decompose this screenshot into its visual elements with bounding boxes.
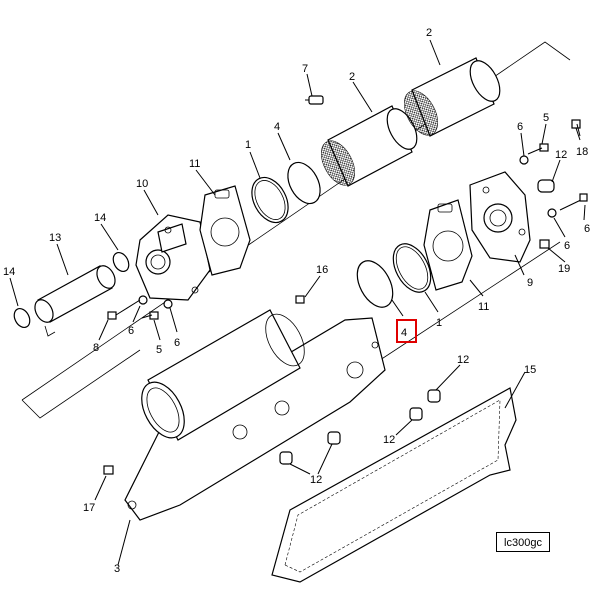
part-8-bolt xyxy=(107,299,141,320)
callout-9: 9 xyxy=(527,277,533,289)
highlight-box xyxy=(396,319,417,343)
part-4-oring-left xyxy=(287,161,321,205)
callout-17: 17 xyxy=(83,502,95,514)
part-14-oring-mid xyxy=(112,251,130,273)
part-12-plug-top xyxy=(537,179,555,193)
part-14-oring-left xyxy=(13,307,31,329)
part-17-bolt xyxy=(103,465,114,475)
callout-14-left: 14 xyxy=(3,266,15,278)
callout-6-right-top: 6 xyxy=(517,121,523,133)
callout-15: 15 xyxy=(524,364,536,376)
callout-11-upper: 11 xyxy=(189,158,200,170)
part-1-seal-ring-left xyxy=(251,176,289,224)
callout-12-top: 12 xyxy=(555,149,567,161)
part-12-plug-b xyxy=(409,407,423,421)
leader-lines xyxy=(9,39,586,566)
part-5-bolt-left xyxy=(141,311,159,320)
part-2-screen-cylinder-rear xyxy=(404,57,501,137)
part-5-bolt-right xyxy=(527,143,549,155)
callout-19: 19 xyxy=(558,263,570,275)
part-11-gasket-right xyxy=(423,199,473,291)
callout-2-mid: 2 xyxy=(349,71,355,83)
part-15-manifold-gasket xyxy=(271,387,517,583)
part-12-plug-c xyxy=(327,431,341,445)
callout-4-upper: 4 xyxy=(274,121,280,133)
part-12-plug-d xyxy=(279,451,293,465)
part-6-washer-b xyxy=(547,208,557,218)
part-3-manifold-body xyxy=(124,309,386,521)
callout-11-lower: 11 xyxy=(478,301,489,313)
callout-3: 3 xyxy=(114,563,120,575)
callout-16: 16 xyxy=(316,264,328,276)
callout-10: 10 xyxy=(136,178,148,190)
callout-6-right-mid: 6 xyxy=(584,223,590,235)
callout-1-upper: 1 xyxy=(245,139,251,151)
callout-8: 8 xyxy=(93,342,99,354)
callout-6-left-a: 6 xyxy=(128,325,134,337)
callout-12-left: 12 xyxy=(383,434,395,446)
part-16-bolt xyxy=(295,295,305,304)
part-6-washer-d xyxy=(163,299,173,309)
reference-code-label: lc300gc xyxy=(496,532,550,552)
part-12-plug-a xyxy=(427,389,441,403)
part-13-tube xyxy=(34,265,116,337)
callout-2-top: 2 xyxy=(426,27,432,39)
part-10-flange-housing xyxy=(135,214,211,301)
callout-5-right: 5 xyxy=(543,112,549,124)
callout-5-left: 5 xyxy=(156,344,162,356)
part-6-washer-a xyxy=(519,155,529,165)
callout-7: 7 xyxy=(302,63,308,75)
part-bolt-right-long xyxy=(559,193,588,211)
callout-6-right-low: 6 xyxy=(564,240,570,252)
callout-12-bottom: 12 xyxy=(310,474,322,486)
callout-1-lower: 1 xyxy=(436,317,442,329)
callout-12-mid: 12 xyxy=(457,354,469,366)
part-11-gasket-left xyxy=(199,185,251,276)
part-4-oring-right xyxy=(356,260,394,308)
callout-6-left-b: 6 xyxy=(174,337,180,349)
part-6-washer-c xyxy=(138,295,148,305)
callout-14-mid: 14 xyxy=(94,212,106,224)
part-9-flange-housing xyxy=(469,171,531,263)
callout-13: 13 xyxy=(49,232,61,244)
part-1-seal-ring-right xyxy=(392,243,432,293)
callout-4-highlighted: 4 xyxy=(401,327,407,339)
callout-18: 18 xyxy=(576,146,588,158)
part-19-fitting xyxy=(539,239,550,249)
part-7-fitting xyxy=(305,95,324,105)
part-2-screen-cylinder-front xyxy=(321,105,418,187)
part-18-bolt xyxy=(571,119,581,141)
